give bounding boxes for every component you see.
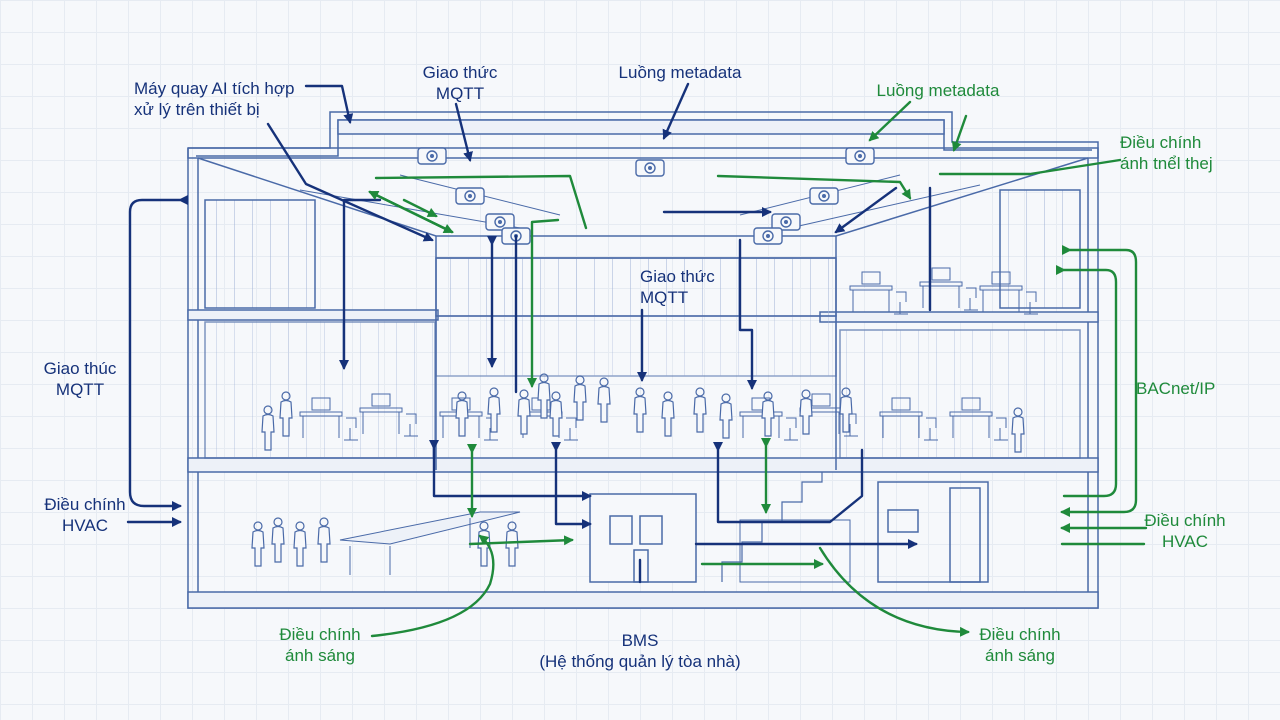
left-wall-loop-arrow bbox=[128, 195, 188, 511]
hvac-left-label-line1: Điều chính bbox=[44, 495, 126, 514]
ai-camera-label-line2: xử lý trên thiết bị bbox=[134, 100, 260, 119]
bacnet-label: BACnet/IP bbox=[1136, 379, 1216, 398]
ai-camera-leader-arrow bbox=[266, 122, 434, 242]
bms-label-subtitle: (Hệ thống quản lý tòa nhà) bbox=[539, 652, 741, 671]
metadata-green-label: Luồng metadata bbox=[876, 81, 1000, 100]
hvac-right-label-line2: HVAC bbox=[1162, 532, 1208, 551]
light-bottom-right-line2: ánh sáng bbox=[985, 646, 1055, 665]
green-control-flows bbox=[368, 100, 1148, 638]
hvac-right-label-line1: Điều chính bbox=[1144, 511, 1226, 530]
light-bottom-left-arrow bbox=[370, 534, 495, 638]
light-bottom-right-label: Điều chính ánh sáng bbox=[968, 624, 1072, 666]
ceiling-camera-icon bbox=[809, 187, 839, 205]
green-drop-arrow bbox=[527, 218, 560, 388]
light-bottom-left-line2: ánh sáng bbox=[285, 646, 355, 665]
metadata-green-arrow bbox=[868, 100, 912, 142]
light-adjust-top-right-line2: ánh tnểl thej bbox=[1120, 154, 1213, 173]
right-camera-diag-arrow bbox=[834, 186, 898, 234]
right-ceiling-green-arrow bbox=[716, 174, 912, 200]
metadata-green-arrow bbox=[951, 114, 968, 152]
left-ceiling-green-line bbox=[374, 174, 588, 230]
light-adjust-top-arrow bbox=[938, 158, 1122, 176]
light-bottom-left-line1: Điều chính bbox=[279, 625, 361, 644]
mqtt-top-label-line1: Giao thức bbox=[422, 63, 498, 82]
ceiling-camera-icon bbox=[845, 147, 875, 165]
ai-camera-leader-arrow bbox=[304, 84, 354, 124]
light-bottom-right-arrow bbox=[818, 546, 970, 637]
floor-to-bms-arrow bbox=[551, 442, 592, 529]
light-bottom-left-label: Điều chính ánh sáng bbox=[268, 624, 372, 666]
right-camera-drop-arrow bbox=[738, 238, 757, 390]
mqtt-left-label-line2: MQTT bbox=[55, 380, 105, 399]
mqtt-left-label: Giao thúc MQTT bbox=[30, 358, 130, 400]
floor-to-bms-arrow bbox=[429, 440, 592, 501]
ai-camera-label: Máy quay AI tích hợp xử lý trên thiết bị bbox=[134, 78, 294, 120]
hvac-left-label-line2: HVAC bbox=[62, 516, 108, 535]
mqtt-top-arrow bbox=[454, 102, 473, 162]
camera-drop-arrow bbox=[339, 198, 382, 370]
ceiling-camera-icon bbox=[455, 187, 485, 205]
ceiling-camera-icon bbox=[635, 159, 665, 177]
ceiling-camera-icon bbox=[753, 227, 783, 245]
ai-camera-label-line1: Máy quay AI tích hợp bbox=[134, 79, 295, 98]
bms-label: BMS (Hệ thống quản lý tòa nhà) bbox=[520, 630, 760, 672]
bms-label-title: BMS bbox=[621, 631, 659, 650]
ai-camera-group bbox=[417, 147, 875, 245]
light-adjust-top-right-line1: Điều chính bbox=[1120, 133, 1202, 152]
mqtt-center-label-line1: Giao thức bbox=[640, 267, 715, 286]
light-bottom-right-line1: Điều chính bbox=[979, 625, 1061, 644]
blue-data-flows bbox=[126, 82, 932, 584]
metadata-blue-label: Luồng metadata bbox=[618, 63, 742, 82]
hvac-left-label: Điều chính HVAC bbox=[30, 494, 140, 536]
hvac-right-label: Điều chính HVAC bbox=[1130, 510, 1240, 552]
ceiling-camera-icon bbox=[417, 147, 447, 165]
mqtt-top-label-line2: MQTT bbox=[435, 84, 485, 103]
bacnet-loop-arrow bbox=[1056, 265, 1118, 498]
light-adjust-top-right-label: Điều chính ánh tnểl thej bbox=[1120, 132, 1213, 174]
bacnet-loop-arrow bbox=[1060, 245, 1138, 517]
mqtt-left-label-line1: Giao thúc bbox=[43, 359, 117, 378]
mqtt-top-label: Giao thức MQTT bbox=[412, 62, 508, 104]
mqtt-center-label-line2: MQTT bbox=[640, 288, 689, 307]
mqtt-center-label: Giao thức MQTT bbox=[640, 266, 715, 308]
metadata-blue-arrow bbox=[662, 82, 690, 140]
floor-return-arrow bbox=[713, 442, 864, 524]
